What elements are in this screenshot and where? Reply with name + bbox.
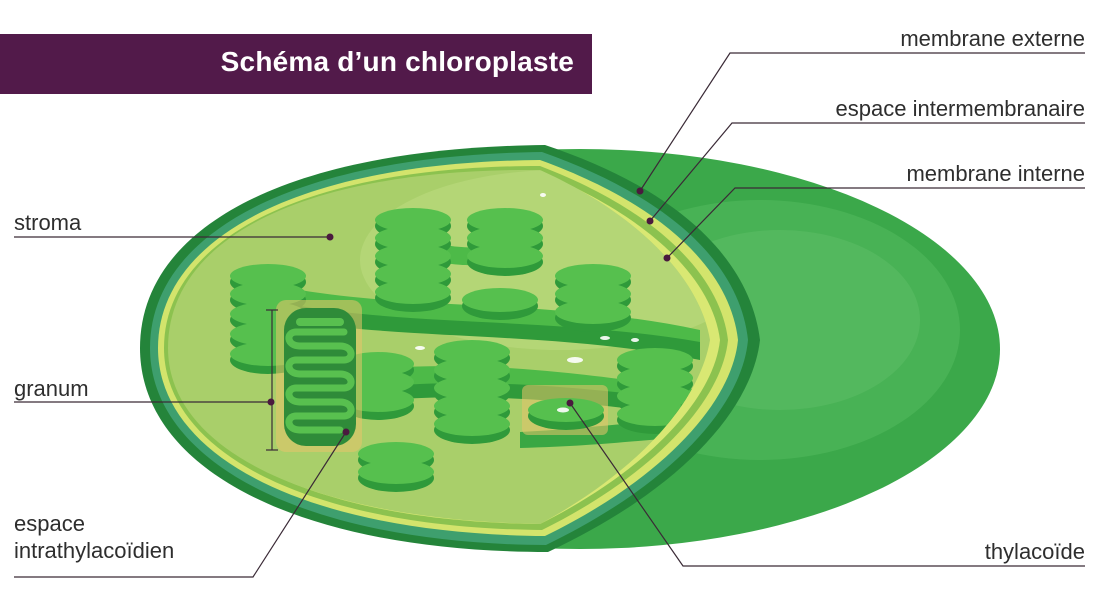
label-stroma: stroma [14, 210, 82, 235]
diagram-title: Schéma d’un chloroplaste [220, 46, 574, 77]
label-espace: espace [14, 511, 85, 536]
label-membrane-externe: membrane externe [900, 26, 1085, 51]
label-intrathylacoidien: intrathylacoïdien [14, 538, 175, 563]
label-espace-intermembranaire: espace intermembranaire [835, 96, 1085, 121]
granum-zigzag [292, 328, 348, 434]
title-banner: Schéma d’un chloroplaste [0, 34, 592, 94]
leader-dots [267, 187, 671, 436]
label-thylacoide: thylacoïde [984, 539, 1085, 564]
label-membrane-interne: membrane interne [906, 161, 1085, 186]
label-granum: granum [14, 376, 89, 401]
leader-lines [14, 52, 1085, 578]
